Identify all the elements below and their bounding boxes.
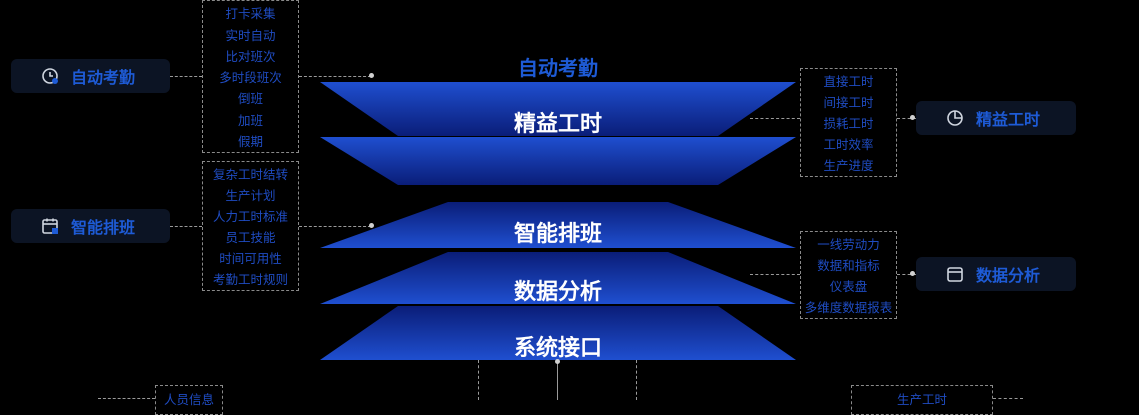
feature-item: 倒班 [237,91,263,107]
layer-shape-3 [320,252,796,304]
connector-line [557,360,558,400]
feature-box-lean-hours: 直接工时 间接工时 损耗工时 工时效率 生产进度 [800,68,897,177]
feature-item: 考勤工时规则 [212,272,288,287]
pill-label: 精益工时 [976,110,1041,129]
feature-item: 打卡采集 [225,6,276,22]
layer-funnel [320,82,796,360]
connector-line [170,226,202,227]
pill-auto-attendance: 自动考勤 [11,59,170,93]
pill-label: 数据分析 [976,266,1041,285]
feature-item: 数据和指标 [817,258,880,273]
diagram-stage: 自动考勤 精益工时 智能排班 数据分析 系统接口 自动考勤 智能排班 精益工时 [11,0,1076,415]
feature-item: 仪表盘 [829,279,868,294]
feature-item: 生产进度 [823,158,874,173]
connector-line [897,118,916,119]
layer-shape-4 [320,306,796,360]
pill-label: 智能排班 [71,218,136,237]
connector-line [98,398,155,399]
connector-line [299,76,371,77]
feature-item: 损耗工时 [823,116,874,131]
feature-box-data-analysis: 一线劳动力 数据和指标 仪表盘 多维度数据报表 [800,231,897,319]
feature-item: 假期 [237,133,263,149]
connector-dot [369,73,374,78]
connector-line [993,398,1023,399]
connector-line [299,226,371,227]
layer-label-1: 精益工时 [513,112,602,137]
connector-dot [910,271,915,276]
connector-dot [555,359,560,364]
pill-smart-scheduling: 智能排班 [11,209,170,243]
feature-item: 一线劳动力 [817,237,880,252]
bottom-box-label: 人员信息 [163,392,214,407]
connector-dot [910,115,915,120]
layer-label-3: 数据分析 [513,280,602,305]
feature-item: 实时自动 [225,27,276,43]
layer-shape-1 [320,82,796,136]
feature-item: 直接工时 [823,74,874,89]
connector-line [897,274,916,275]
pill-data-analysis: 数据分析 [916,257,1076,291]
feature-box-attendance: 打卡采集 实时自动 比对班次 多时段班次 倒班 加班 假期 [202,0,299,153]
layer-shape-2 [320,202,796,248]
connector-line [478,360,479,400]
bottom-box-personnel: 人员信息 [155,385,223,415]
calendar-icon [42,218,58,234]
feature-item: 比对班次 [225,48,276,64]
layer-label-4: 系统接口 [513,336,602,361]
pie-chart-icon [947,110,963,126]
feature-item: 员工技能 [225,230,276,245]
layer-label-2: 智能排班 [513,222,602,247]
feature-box-scheduling: 复杂工时结转 生产计划 人力工时标准 员工技能 时间可用性 考勤工时规则 [202,161,299,291]
connector-line [170,76,202,77]
bottom-box-label: 生产工时 [896,392,947,407]
connector-line [636,360,637,400]
bottom-box-production-hours: 生产工时 [851,385,993,415]
dashboard-icon [947,267,963,282]
connector-line [750,274,800,275]
feature-item: 工时效率 [823,137,874,152]
connector-line [750,118,800,119]
feature-item: 间接工时 [823,95,874,110]
feature-item: 人力工时标准 [212,209,288,224]
feature-item: 复杂工时结转 [212,167,288,182]
feature-item: 加班 [237,112,263,128]
feature-item: 多维度数据报表 [804,300,893,315]
clock-icon [42,68,58,84]
layer-shape-1-lower [320,137,796,185]
feature-item: 时间可用性 [219,251,282,266]
connector-dot [369,223,374,228]
feature-item: 多时段班次 [219,70,282,85]
top-title: 自动考勤 [518,56,598,80]
pill-label: 自动考勤 [71,68,136,87]
feature-item: 生产计划 [225,188,276,203]
pill-lean-hours: 精益工时 [916,101,1076,135]
